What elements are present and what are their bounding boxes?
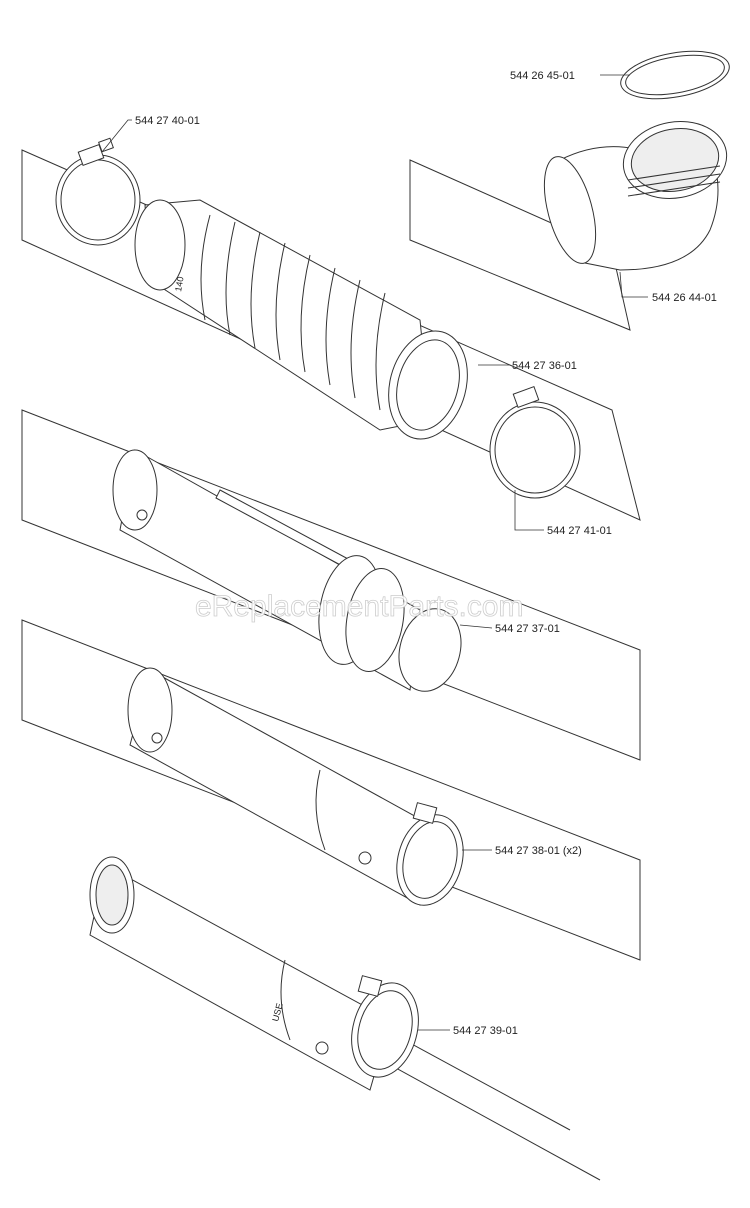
o-ring-part — [620, 50, 730, 100]
tube-middle-part — [127, 667, 464, 906]
label-elbow[interactable]: 544 26 44-01 — [652, 292, 717, 304]
label-clamp-top[interactable]: 544 27 40-01 — [135, 115, 200, 127]
bellows-marking: 140 — [173, 276, 185, 293]
clamp-top-part — [55, 137, 141, 246]
tube-upper-part — [112, 449, 462, 692]
leader-lines — [101, 74, 648, 1031]
clamp-mid-part — [489, 386, 581, 499]
part-labels: 544 27 40-01 544 26 45-01 544 26 44-01 5… — [135, 70, 717, 1037]
plate-elbow — [409, 159, 631, 331]
elbow-part — [543, 121, 728, 271]
plate-tube-middle — [21, 619, 641, 961]
label-tube-upper[interactable]: 544 27 37-01 — [495, 623, 560, 635]
plate-tube-upper — [21, 409, 641, 761]
watermark-text: eReplacementParts.com — [195, 590, 523, 623]
bellows-part: 140 — [134, 199, 468, 440]
label-o-ring[interactable]: 544 26 45-01 — [510, 70, 575, 82]
label-clamp-mid[interactable]: 544 27 41-01 — [547, 525, 612, 537]
label-tube-lower[interactable]: 544 27 39-01 — [453, 1025, 518, 1037]
label-bellows[interactable]: 544 27 36-01 — [512, 360, 577, 372]
label-tube-middle[interactable]: 544 27 38-01 (x2) — [495, 845, 582, 857]
tube-lower-part: USE — [89, 856, 419, 1091]
lower-tube-marking: USE — [270, 1002, 284, 1022]
